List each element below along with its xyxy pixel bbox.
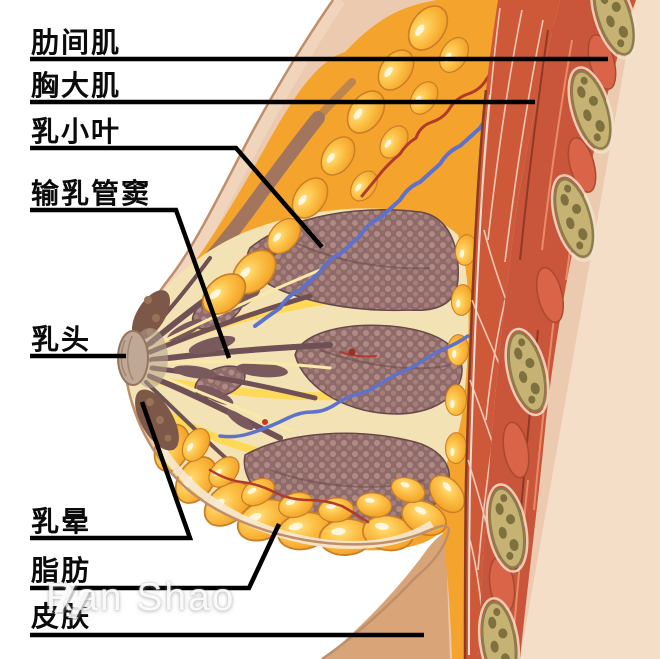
pointer-lactiferous-sinus xyxy=(30,207,232,359)
underbreast-skin xyxy=(322,530,450,659)
pointer-breast-lobule xyxy=(30,145,324,249)
artery-dot xyxy=(262,419,268,425)
pointer-lines xyxy=(30,56,608,638)
body-outline xyxy=(124,0,451,659)
vein xyxy=(218,90,522,439)
label-nipple: 乳头 xyxy=(31,324,92,355)
label-lactiferous-sinus: 输乳管窦 xyxy=(31,178,152,209)
pointer-fat xyxy=(30,523,282,591)
backdrop xyxy=(520,0,660,659)
label-breast-lobule: 乳小叶 xyxy=(31,116,122,147)
label-intercostal-muscle: 肋间肌 xyxy=(31,27,122,58)
pectoralis-major xyxy=(463,0,560,659)
label-areola: 乳晕 xyxy=(31,506,92,537)
label-skin: 皮肤 xyxy=(31,601,92,632)
label-fat: 脂肪 xyxy=(31,555,92,586)
intercostal-muscle-layer xyxy=(472,0,647,659)
label-pectoralis-major: 胸大肌 xyxy=(31,70,122,101)
artery-dot xyxy=(348,348,356,356)
areola xyxy=(131,290,179,451)
pointer-areola xyxy=(30,401,194,541)
